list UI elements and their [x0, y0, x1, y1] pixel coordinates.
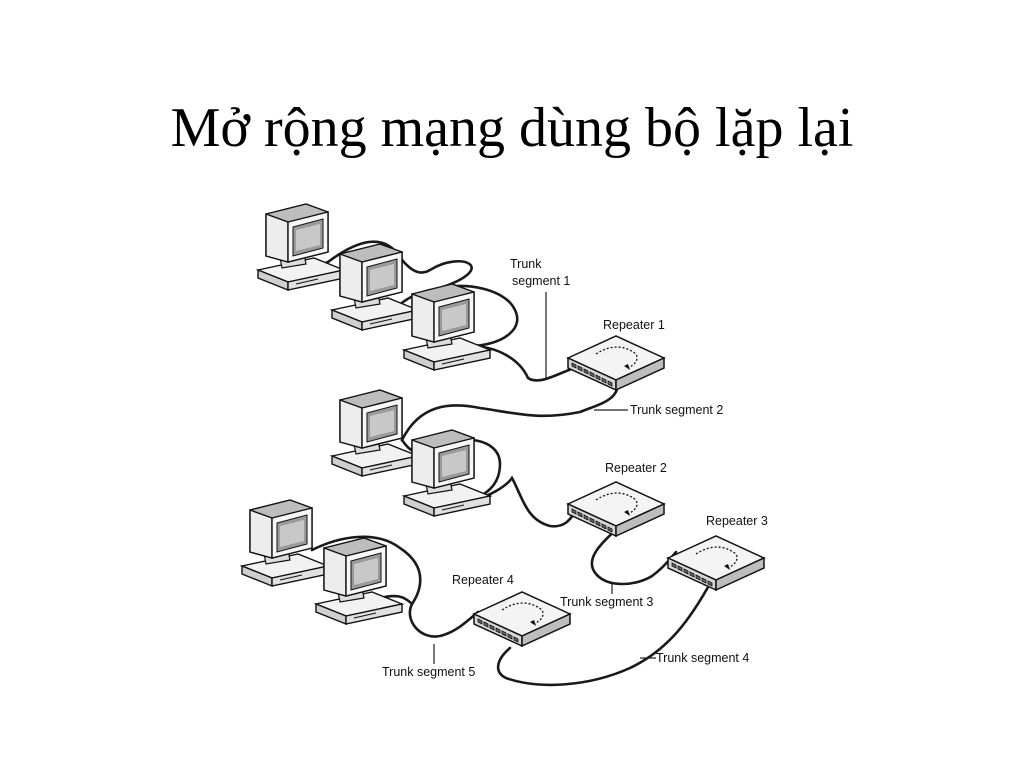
computer-icon: [403, 429, 491, 517]
repeater-3-icon: [667, 535, 765, 591]
repeater-2-icon: [567, 481, 665, 537]
repeater-4-icon: [473, 591, 571, 647]
trunk-segment-4-label: Trunk segment 4: [656, 651, 749, 665]
trunk-segment-5-cable: [310, 535, 480, 638]
computer-icon: [257, 203, 345, 291]
trunk-segment-3-label: Trunk segment 3: [560, 595, 653, 609]
trunk-segment-2-cable: [400, 378, 620, 442]
trunk-segment-2-label: Trunk segment 2: [630, 403, 723, 417]
trunk-segment-1-label-line2: segment 1: [512, 274, 570, 288]
trunk-segment-5-label: Trunk segment 5: [382, 665, 475, 679]
repeater-3-label: Repeater 3: [706, 514, 768, 528]
repeater-1-label: Repeater 1: [603, 318, 665, 332]
trunk-segment-2b-cable: [468, 475, 577, 528]
computer-icon: [403, 283, 491, 371]
repeater-2-label: Repeater 2: [605, 461, 667, 475]
repeater-4-label: Repeater 4: [452, 573, 514, 587]
computer-icon: [331, 243, 419, 331]
repeater-1-icon: [567, 335, 665, 391]
trunk-segment-1-label: Trunk: [510, 257, 542, 271]
computer-icon: [315, 537, 403, 625]
trunk-segment-4-cable: [496, 578, 714, 687]
trunk-segment-3-cable: [590, 526, 678, 586]
computer-icon: [241, 499, 329, 587]
page-title: Mở rộng mạng dùng bộ lặp lại: [170, 97, 854, 159]
